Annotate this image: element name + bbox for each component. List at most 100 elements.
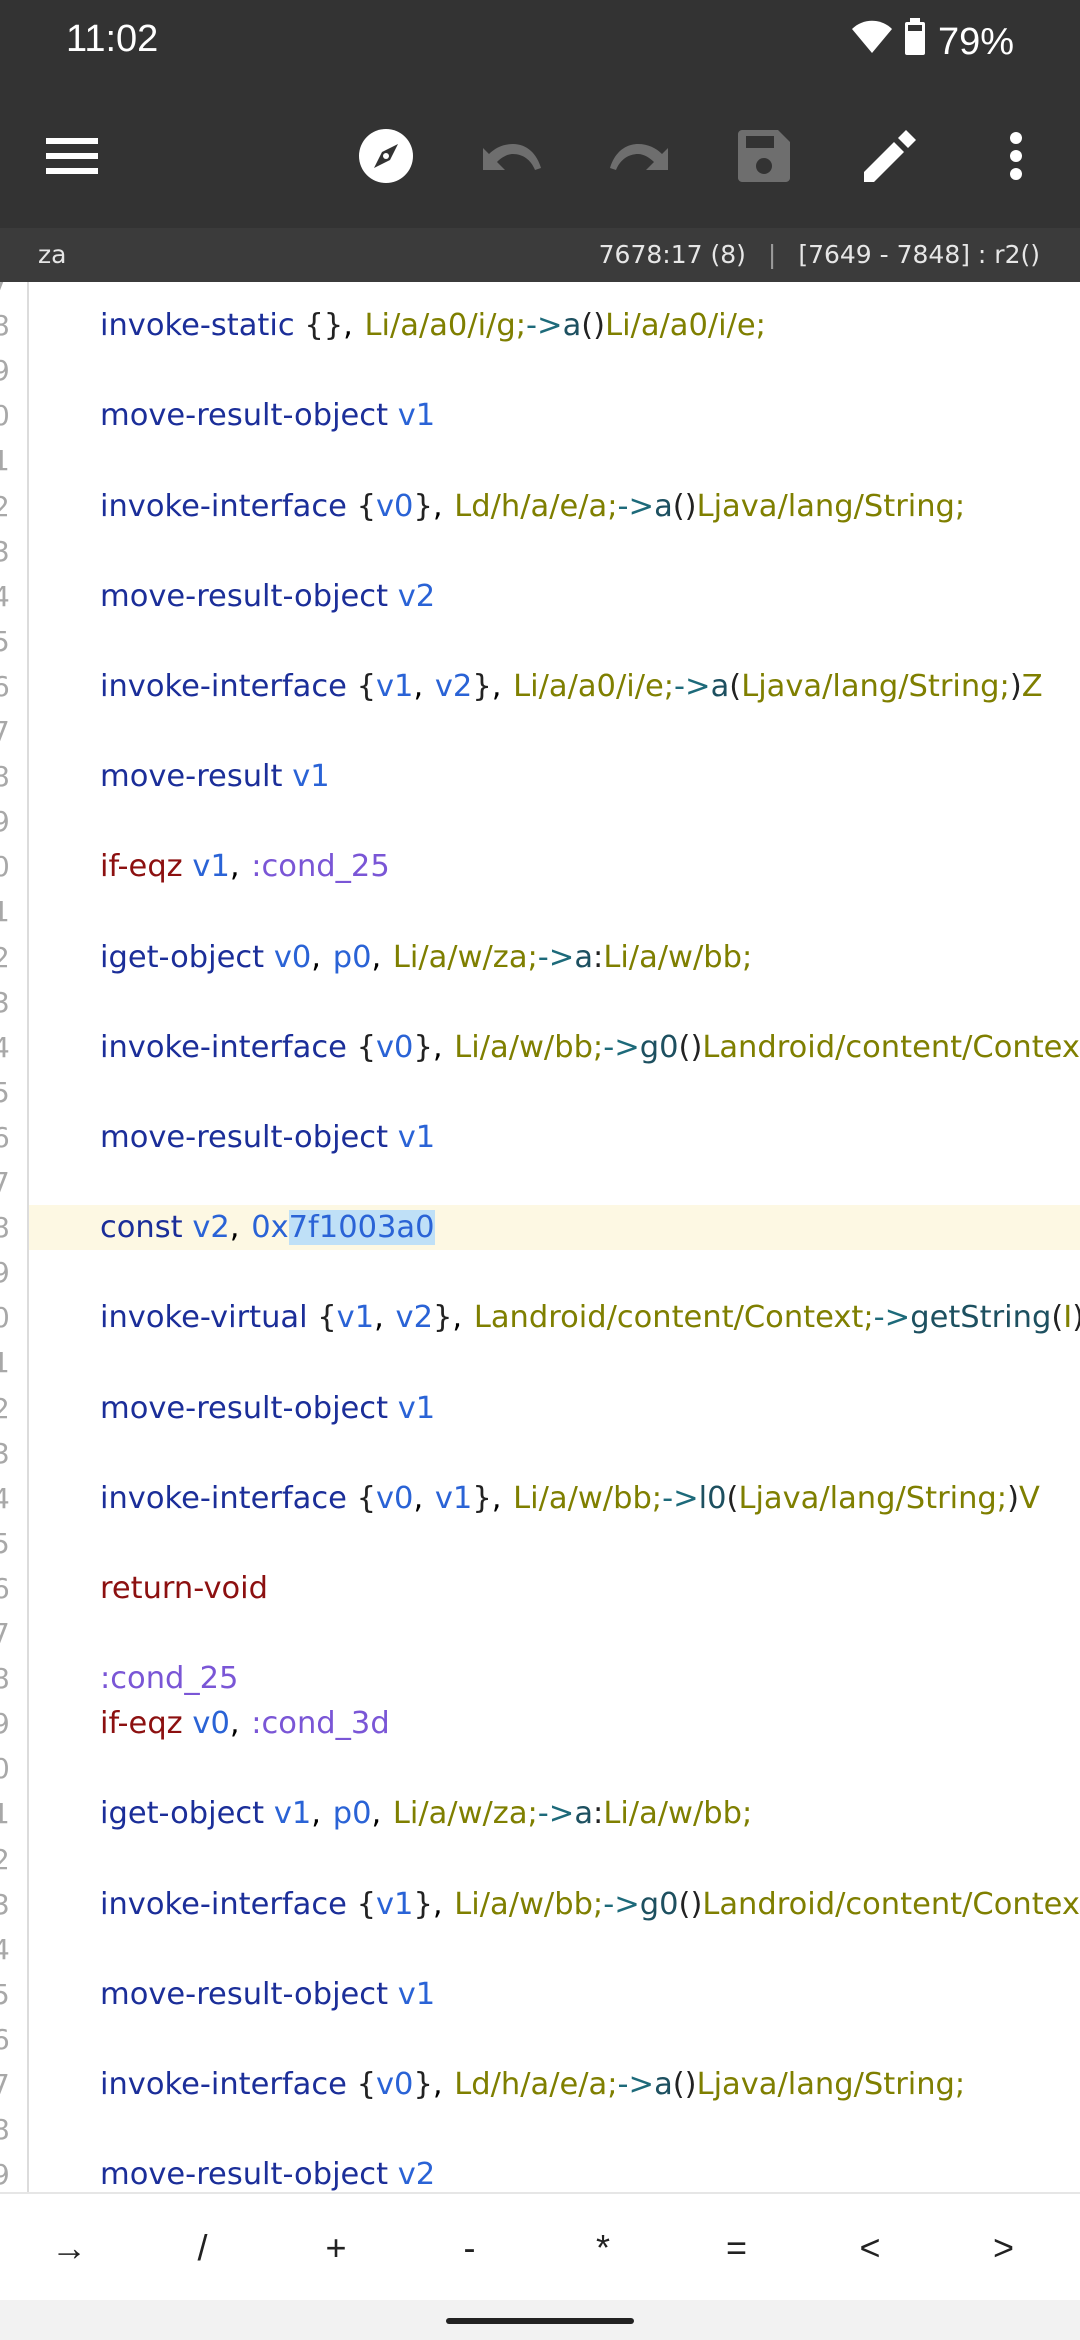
code-token: , xyxy=(452,1300,463,1336)
code-token: v0 xyxy=(376,1480,414,1516)
code-line[interactable]: 9 xyxy=(0,799,1080,844)
code-token: v2 xyxy=(397,2157,436,2192)
code-line[interactable]: 8:cond_25 xyxy=(0,1656,1080,1701)
home-handle[interactable] xyxy=(446,2318,634,2324)
symbol-key[interactable]: / xyxy=(197,2227,208,2268)
code-line[interactable]: 3 xyxy=(0,1431,1080,1476)
code-line[interactable]: 9 xyxy=(0,1250,1080,1295)
code-line[interactable]: 3 xyxy=(0,980,1080,1025)
undo-icon[interactable] xyxy=(470,114,554,198)
code-line[interactable]: 5 xyxy=(0,1521,1080,1566)
code-line[interactable]: 5 xyxy=(0,619,1080,664)
code-token: :cond_25 xyxy=(100,1661,239,1697)
symbol-key[interactable]: = xyxy=(725,2227,748,2268)
code-line[interactable]: 1 xyxy=(0,1340,1080,1385)
code-line[interactable]: 4 xyxy=(0,1927,1080,1972)
code-line[interactable]: 6 xyxy=(0,2017,1080,2062)
compass-icon[interactable] xyxy=(344,114,428,198)
code-editor[interactable]: 78invoke-static {}, Li/a/a0/i/g;->a()Li/… xyxy=(0,282,1080,2192)
code-line[interactable]: 7 xyxy=(0,709,1080,754)
code-token: getString xyxy=(910,1300,1052,1336)
code-line[interactable]: 8 xyxy=(0,2107,1080,2152)
code-line[interactable]: 9 xyxy=(0,348,1080,393)
symbol-key[interactable]: - xyxy=(463,2227,476,2268)
code-token xyxy=(388,2157,398,2192)
code-token: -> xyxy=(873,1300,911,1336)
code-line[interactable]: 6 invoke-interface {v1, v2}, Li/a/a0/i/e;… xyxy=(0,664,1080,709)
symbol-key[interactable]: < xyxy=(859,2227,881,2268)
code-line[interactable]: 5 xyxy=(0,1070,1080,1115)
code-line[interactable]: 0 xyxy=(0,1746,1080,1791)
code-line[interactable]: 7 xyxy=(0,1160,1080,1205)
save-icon[interactable] xyxy=(722,114,806,198)
code-text: invoke-interface {v0}, Ld/h/a/e/a;->a()L… xyxy=(100,484,965,529)
code-token: ) xyxy=(1007,1480,1019,1516)
code-token xyxy=(503,669,513,704)
code-token xyxy=(386,1300,396,1335)
code-token: if-eqz xyxy=(100,1706,183,1742)
line-number: 6 xyxy=(0,669,10,703)
code-text: invoke-interface {v1, v2}, Li/a/a0/i/e;-… xyxy=(100,664,1043,709)
code-line[interactable]: 7 xyxy=(0,1611,1080,1656)
line-number: 3 xyxy=(0,1436,10,1470)
menu-icon[interactable] xyxy=(30,114,114,198)
redo-icon[interactable] xyxy=(597,114,681,198)
code-token: v1 xyxy=(397,1390,436,1426)
code-line[interactable]: 7 xyxy=(0,282,1080,303)
line-number: 5 xyxy=(0,1075,10,1109)
line-number: 4 xyxy=(0,579,10,613)
code-token: } xyxy=(433,1300,453,1336)
code-token: } xyxy=(413,1029,433,1065)
code-line[interactable]: 1 xyxy=(0,889,1080,934)
code-token xyxy=(388,1977,398,2012)
code-line[interactable]: 3 xyxy=(0,529,1080,574)
code-token xyxy=(183,1210,193,1245)
code-token: Ljava/lang/String; xyxy=(696,488,966,524)
code-token xyxy=(445,2067,455,2102)
code-token: , xyxy=(491,1480,502,1516)
symbol-key[interactable]: > xyxy=(992,2227,1015,2268)
line-number: 6 xyxy=(0,2022,10,2056)
code-text: move-result v1 xyxy=(100,754,330,799)
line-number: 4 xyxy=(0,1932,10,1966)
code-token xyxy=(323,1796,333,1831)
code-text: move-result-object v1 xyxy=(100,1386,435,1431)
line-number: 5 xyxy=(0,1977,10,2011)
code-line[interactable]: 2 xyxy=(0,1837,1080,1882)
code-token: , xyxy=(229,849,240,885)
code-token: move-result-object xyxy=(100,2157,389,2192)
symbol-key[interactable]: * xyxy=(595,2227,610,2268)
code-line[interactable]: 1 xyxy=(0,438,1080,483)
code-token xyxy=(347,669,357,704)
info-separator: | xyxy=(767,240,777,269)
code-token: -> xyxy=(662,1480,699,1516)
code-token: v0 xyxy=(376,488,414,524)
symbol-key[interactable]: + xyxy=(325,2227,347,2268)
code-token: a xyxy=(574,1796,594,1832)
more-vert-icon[interactable] xyxy=(974,114,1058,198)
line-number: 0 xyxy=(0,1752,10,1786)
symbol-key[interactable]: → xyxy=(51,2227,87,2268)
edit-icon[interactable] xyxy=(848,114,932,198)
code-token: Li/a/w/bb; xyxy=(603,939,753,975)
